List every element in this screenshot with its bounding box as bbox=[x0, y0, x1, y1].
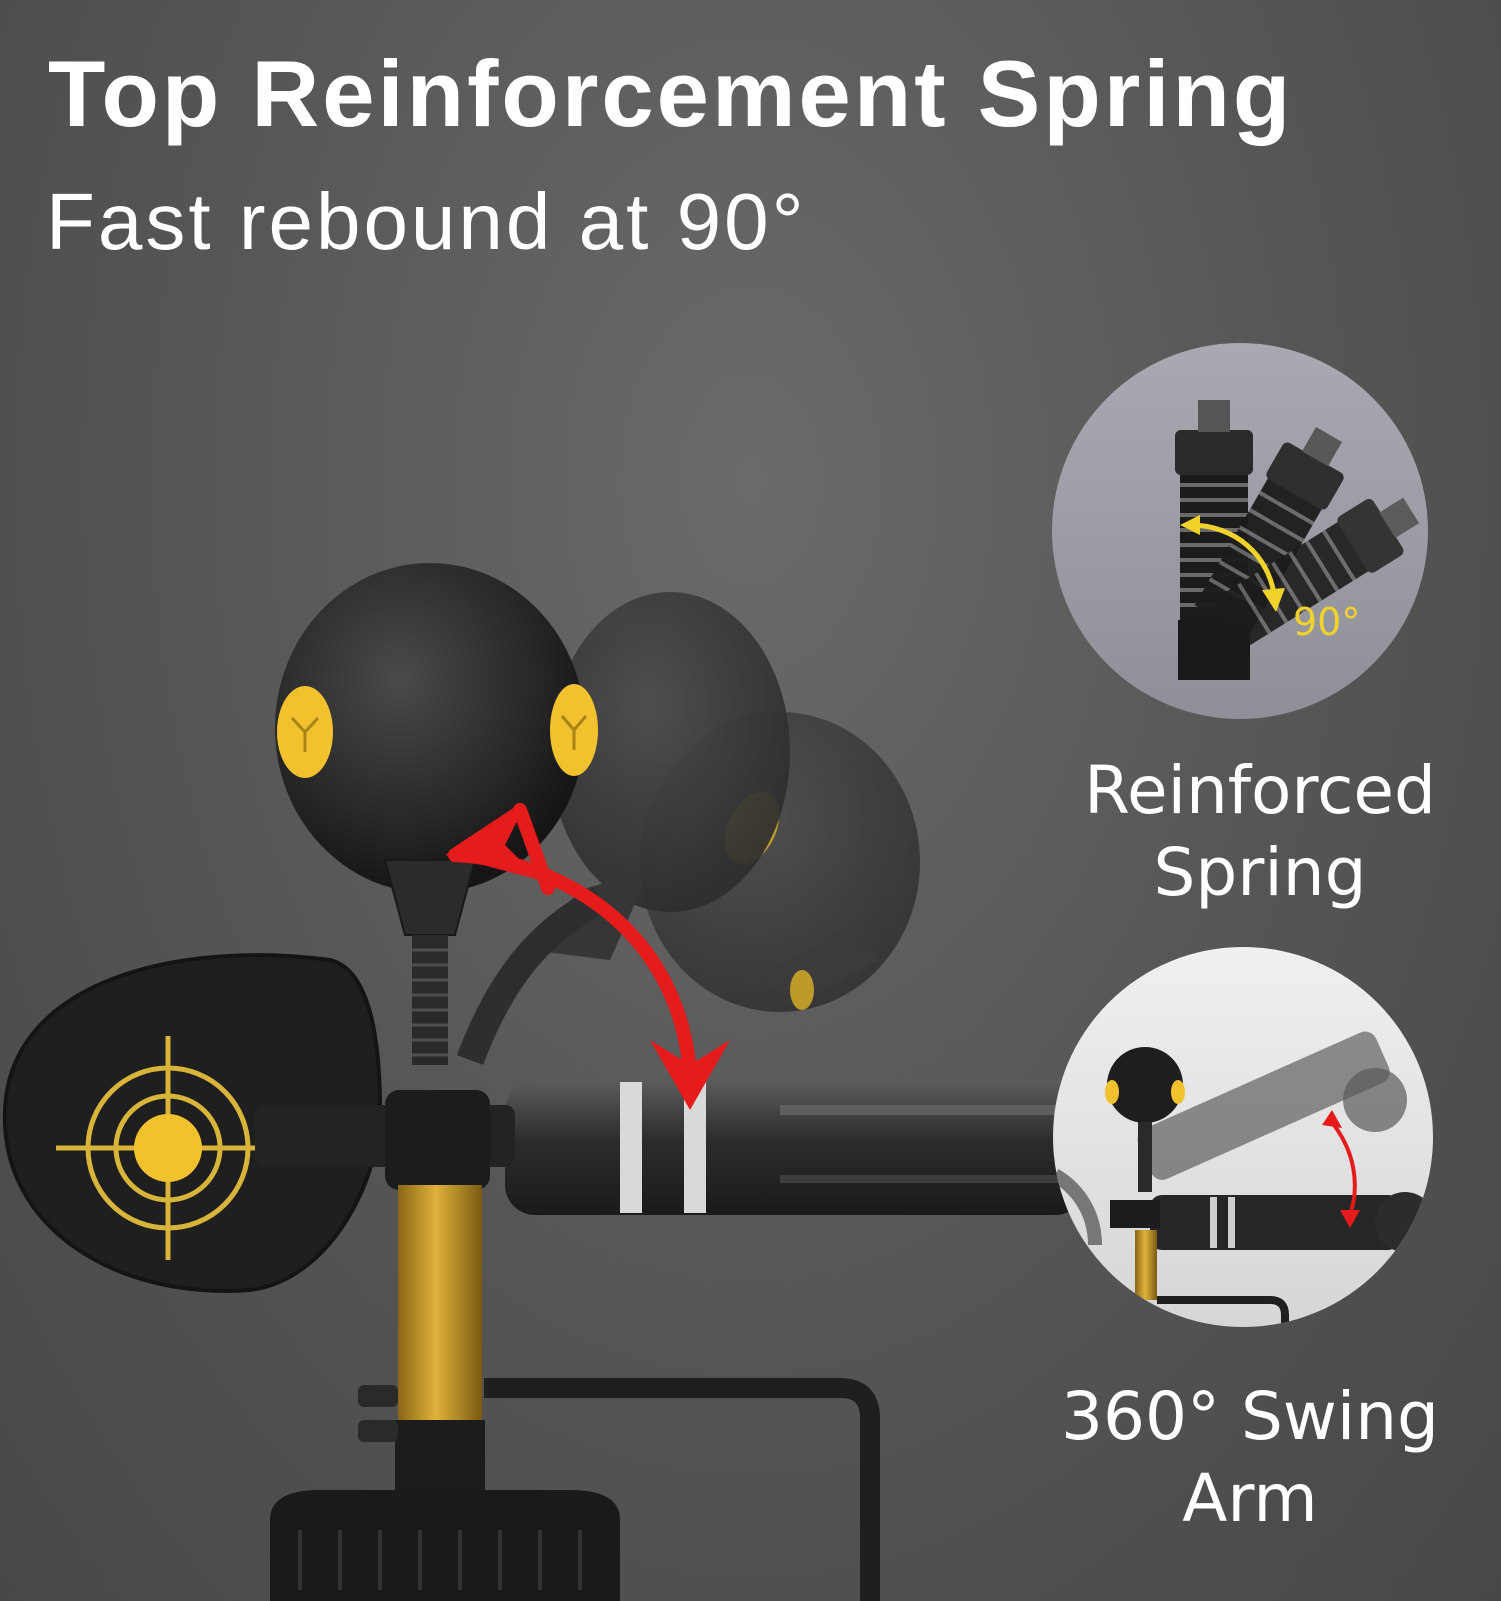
main-ball bbox=[275, 563, 598, 1065]
spring-caption: Reinforced Spring bbox=[1060, 750, 1460, 914]
target-pad bbox=[2, 953, 383, 1293]
spring-caption-line1: Reinforced bbox=[1084, 752, 1436, 829]
swing-arm bbox=[505, 1080, 1085, 1215]
ghost-ball-2 bbox=[456, 592, 790, 1065]
target-bullseye bbox=[134, 1114, 202, 1182]
inset-swing bbox=[1053, 947, 1433, 1327]
swing-caption-line2: Arm bbox=[1182, 1460, 1318, 1537]
spring-angle-label: 90° bbox=[1293, 600, 1361, 644]
hub-clamp bbox=[255, 1090, 515, 1190]
rebound-arrow-icon bbox=[445, 803, 730, 1110]
spring-caption-line2: Spring bbox=[1153, 834, 1367, 911]
page-subtitle: Fast rebound at 90° bbox=[46, 177, 807, 266]
inset-spring bbox=[1052, 343, 1428, 719]
angle-arc bbox=[1189, 522, 1278, 601]
page-title: Top Reinforcement Spring bbox=[48, 41, 1294, 146]
swing-arrow-icon bbox=[1328, 1118, 1357, 1216]
swing-caption-line1: 360° Swing bbox=[1061, 1378, 1439, 1455]
stand bbox=[270, 1185, 880, 1601]
swing-caption: 360° Swing Arm bbox=[1050, 1376, 1450, 1540]
